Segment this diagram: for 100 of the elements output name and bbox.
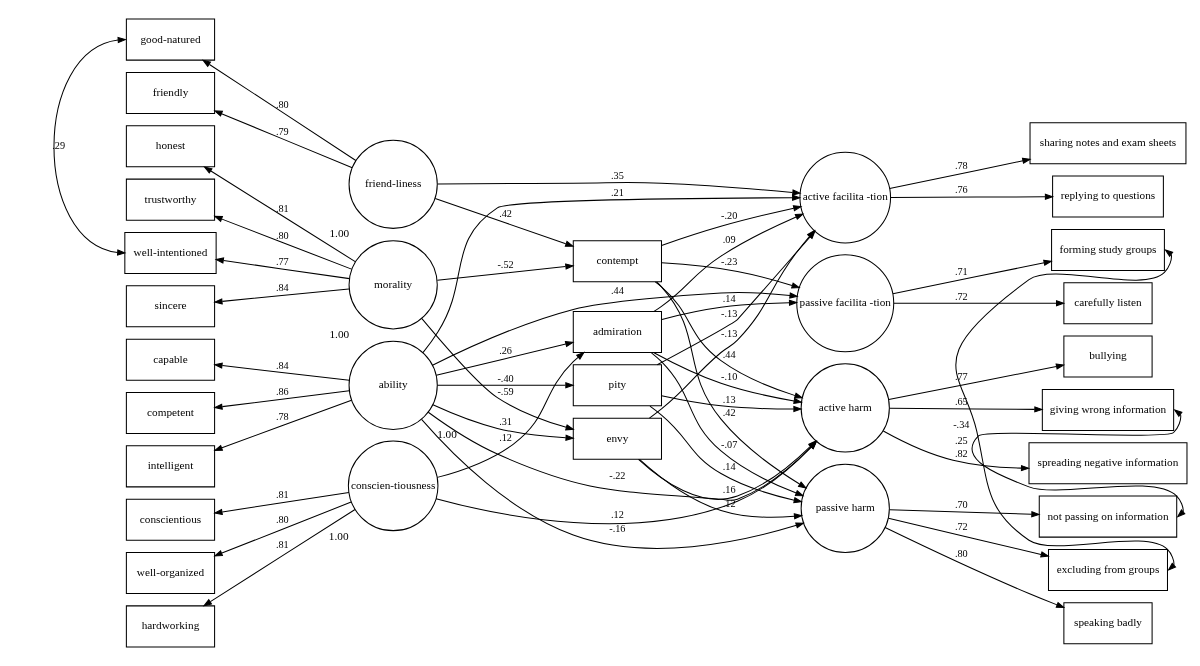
node-box: admiration [572,310,662,353]
node-box: not passing on information [1038,495,1178,538]
node-box: speaking badly [1063,602,1153,645]
arrow [203,166,356,263]
edge-label: .14 [722,461,736,473]
edge-label: .79 [275,126,289,138]
arrow [422,194,802,354]
node-label: 1.00 [328,529,349,542]
node-box: friendly [125,71,216,114]
arrow [955,248,1177,571]
node-box: spreading negative information [1028,442,1188,485]
edge-label: .76 [954,184,968,196]
edge-label: .13 [722,393,736,405]
node-box: forming study groups [1051,228,1165,271]
arrow [638,458,804,520]
node-box: excluding from groups [1047,548,1168,591]
edge-label: .72 [954,291,968,303]
edge-label: .26 [499,344,512,356]
arrow [53,36,127,256]
node-box: intelligent [125,445,216,488]
node-box: contempt [572,240,662,283]
edge-label: .35 [610,170,624,182]
edge-label: -.13 [721,307,738,319]
arrow [202,508,356,607]
edge-label: .72 [954,520,968,532]
arrow [661,262,801,289]
node-circle: passive harm [800,463,890,554]
arrow [213,288,350,305]
arrow [889,157,1032,190]
node-box: well-intentioned [124,231,217,274]
arrow [890,193,1055,201]
edge-label: .84 [275,281,289,293]
arrow [437,182,802,196]
edge-label: .80 [275,229,289,241]
node-circle: ability [348,340,438,430]
edge-label: -.23 [721,256,738,268]
edge-label: .82 [954,448,968,460]
arrow [436,351,586,478]
arrow [661,205,803,246]
arrow [637,439,817,500]
arrow [893,300,1066,307]
node-box: hardworking [125,605,216,648]
node-circle: friend-liness [348,139,438,229]
edge-label: .09 [722,233,736,245]
edge-label: .81 [275,202,289,214]
arrow [892,259,1053,295]
arrow [213,362,350,381]
edge-label: -.07 [721,438,738,450]
edge-label: .78 [954,159,968,171]
node-label: 1.00 [329,227,350,240]
arrow [654,281,804,399]
arrow [882,430,1031,472]
arrow [889,509,1041,518]
edge-label: -.59 [497,385,514,397]
edge-label: .80 [275,513,289,525]
node-label: 1.00 [437,428,457,441]
edge-label: .44 [722,348,736,360]
edge-label: .29 [52,139,66,151]
arrow [214,257,350,280]
arrow [435,341,575,376]
arrow [434,197,575,247]
node-box: good-natured [125,18,216,61]
node-box: trustworthy [125,178,216,221]
node-box: sincere [125,285,216,328]
arrow [661,299,799,320]
arrow [884,527,1066,609]
node-circle: morality [348,240,438,330]
edge-label: -.22 [609,469,626,481]
arrow [427,411,818,501]
edge-label: .70 [954,499,968,511]
node-circle: conscien-tiousness [347,440,439,532]
edge-label: -.13 [721,328,738,340]
edge-label: -.34 [953,418,970,430]
arrow [432,404,575,441]
node-box: capable [125,338,216,381]
arrow [889,406,1044,413]
edge-label: -.10 [721,371,738,383]
edge-label: .81 [275,489,289,501]
arrow [436,382,575,389]
node-box: envy [572,417,662,460]
edge-label: .31 [499,416,512,428]
edge-label: .78 [275,411,289,423]
node-box: bullying [1063,335,1153,378]
edge-label: -.40 [497,373,514,385]
arrow [650,352,805,497]
node-circle: active facilita -tion [799,151,892,244]
edge-label: .42 [499,208,512,220]
arrow [887,517,1050,558]
edge-label: -.52 [497,259,514,271]
arrow [971,409,1186,518]
edge-label: .84 [275,359,289,371]
arrow [656,281,808,489]
edge-label: .16 [722,484,736,496]
arrow [888,363,1066,401]
arrow [421,318,575,431]
arrow [653,213,805,312]
arrow [213,110,353,169]
edge-label: .25 [954,435,968,447]
arrow [213,215,353,270]
arrow [649,405,803,504]
